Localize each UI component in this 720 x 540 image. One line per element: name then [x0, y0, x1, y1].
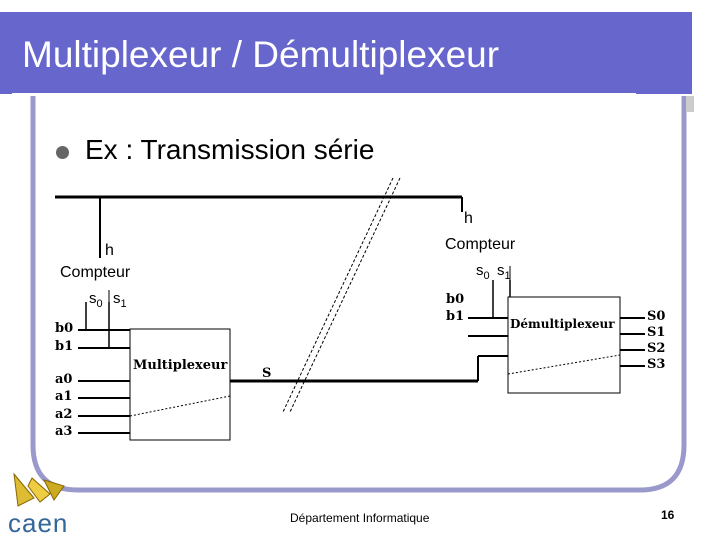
- break-mark-2: [282, 177, 394, 413]
- demux-label-S2: S2: [647, 341, 666, 356]
- mux-diagonal: [129, 395, 231, 417]
- mux-label-b1: b1: [55, 339, 74, 354]
- university-logo-icon: [13, 472, 65, 507]
- title-bar: [0, 12, 692, 94]
- bullet-text: Ex : Transmission série: [85, 134, 375, 165]
- slide-frame: [30, 96, 687, 493]
- left-counter-label: Compteur: [60, 264, 131, 281]
- demux-label-S0: S0: [647, 309, 666, 324]
- right-s1-label: s1: [497, 262, 511, 282]
- frame-shadow: [686, 96, 694, 112]
- mux-label-b0: b0: [55, 321, 74, 336]
- demux-label-b0: b0: [446, 292, 465, 307]
- demux-label-S3: S3: [647, 357, 666, 372]
- mux-label-a0: a0: [55, 372, 73, 387]
- demux-label-S1: S1: [647, 325, 666, 340]
- demux-diagonal: [507, 354, 621, 375]
- left-clock-label: h: [105, 242, 114, 259]
- multiplexeur-block: [129, 328, 231, 441]
- mux-label-a1: a1: [55, 389, 73, 404]
- left-s1-label: s1: [113, 290, 127, 310]
- demultiplexeur-block: [507, 296, 621, 394]
- footer-text: Département Informatique: [290, 511, 430, 525]
- right-clock-label: h: [464, 210, 473, 227]
- mux-label-a3: a3: [55, 424, 73, 439]
- demux-label-b1: b1: [446, 309, 465, 324]
- serial-output-label: S: [262, 366, 272, 381]
- logo-caen-text: caen: [8, 508, 69, 538]
- bullet-dot: [56, 146, 69, 159]
- right-s0-label: s0: [476, 262, 490, 282]
- mux-label-a2: a2: [55, 407, 73, 422]
- demux-block-label: Démultiplexeur: [510, 317, 615, 331]
- page-number: 16: [661, 508, 675, 522]
- left-s0-label: s0: [89, 290, 103, 310]
- slide-title: Multiplexeur / Démultiplexeur: [22, 34, 500, 75]
- right-counter-label: Compteur: [445, 236, 516, 253]
- break-mark-1: [289, 177, 401, 413]
- title-rule: [12, 93, 636, 97]
- mux-block-label: Multiplexeur: [133, 358, 228, 373]
